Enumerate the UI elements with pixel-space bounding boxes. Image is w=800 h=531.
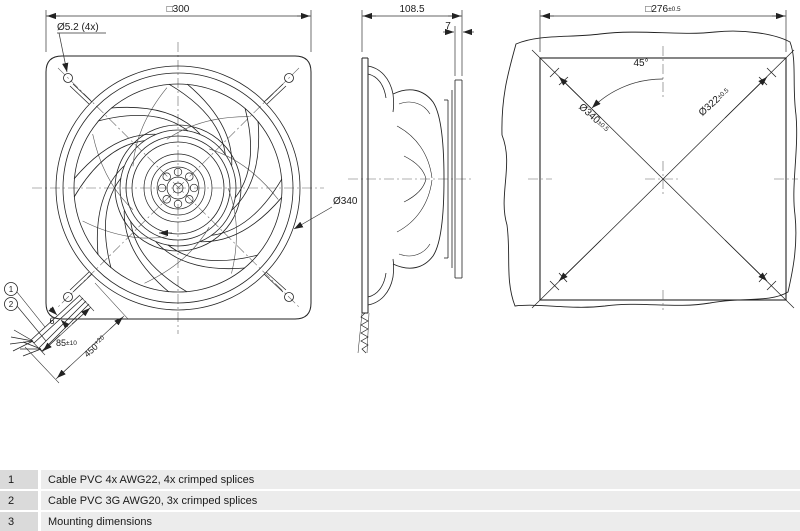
dim-cable-width-6: 6 (49, 316, 54, 326)
callout-2-label: 2 (9, 300, 14, 309)
dim-square-276: □276±0.5 (645, 4, 681, 15)
legend-row-number: 3 (0, 512, 38, 531)
side-view-drawing: 108.5 7 (348, 4, 474, 354)
panel-break-outline (501, 30, 798, 308)
dim-7-lines (443, 26, 474, 76)
callout-1-balloon (4, 282, 18, 296)
dim-corner-holes: Ø5.2 (4x) (57, 22, 99, 33)
side-cable (357, 312, 370, 354)
dim-cable-450: 450+20 (82, 334, 108, 359)
fan-rings (55, 65, 301, 311)
cable-wires (9, 329, 42, 357)
legend-row-text: Cable PVC 3G AWG20, 3x crimped splices (41, 491, 800, 510)
legend-row-text: Mounting dimensions (41, 512, 800, 531)
mounting-view-drawing: 45° Ø340±0.5 Ø322±0.5 □276±0.5 (501, 4, 798, 310)
inlet-venturi (367, 65, 395, 306)
angle-45-arc (591, 78, 664, 109)
cable-dim-lines (24, 282, 129, 384)
dim-108-lines (361, 10, 463, 76)
dim-angle-45: 45° (633, 58, 648, 69)
cable-callouts (4, 282, 47, 342)
callout-2-balloon (4, 297, 18, 311)
legend-table: 1 Cable PVC 4x AWG22, 4x crimped splices… (0, 470, 800, 531)
fan-housing-outline (45, 55, 312, 320)
dim-square-300: □300 (167, 4, 190, 15)
legend-row-number: 1 (0, 470, 38, 489)
corner-braces (69, 83, 287, 293)
dim-holes-leader (57, 32, 106, 73)
motor-hub (143, 153, 213, 223)
front-view-drawing: 1 2 □300 Ø5.2 (4x) Ø340 (4, 4, 358, 384)
legend-row: 2 Cable PVC 3G AWG20, 3x crimped splices (0, 491, 800, 510)
corner-mounting-holes (63, 73, 294, 302)
wall-plate (361, 57, 369, 314)
rotor-holes (157, 167, 199, 209)
dim-depth-108: 108.5 (399, 4, 424, 15)
motor-back-plate (444, 79, 463, 279)
bolt-circle-diagonals (531, 49, 795, 309)
legend-row-text: Cable PVC 4x AWG22, 4x crimped splices (41, 470, 800, 489)
callout-1-label: 1 (9, 285, 14, 294)
impeller-profile (392, 89, 445, 269)
dim-340-leader (293, 206, 333, 230)
legend-row-number: 2 (0, 491, 38, 510)
dim-276-lines (539, 10, 787, 52)
legend-row: 1 Cable PVC 4x AWG22, 4x crimped splices (0, 470, 800, 489)
dim-plate-7: 7 (445, 21, 451, 32)
front-centerlines (32, 42, 324, 334)
legend-row: 3 Mounting dimensions (0, 512, 800, 531)
corner-hole-ticks (549, 67, 777, 291)
dim-300-lines (45, 10, 312, 52)
dim-diameter-340: Ø340 (333, 196, 358, 207)
dim-cable-85: 85±10 (56, 338, 77, 348)
fan-technical-drawing: 1 2 □300 Ø5.2 (4x) Ø340 (4, 4, 798, 384)
